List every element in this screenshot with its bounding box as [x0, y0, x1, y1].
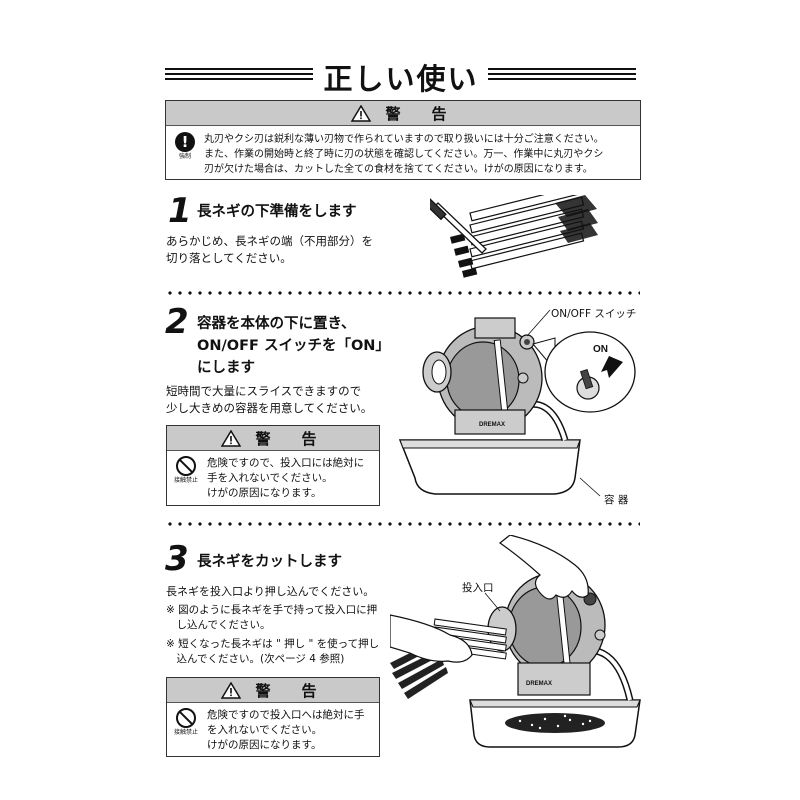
leek-cutting-illustration	[430, 195, 598, 278]
step-3-warning-box: 警 告 接触禁止 危険ですので投入口へは絶対に手 を入れないでください。 けがの…	[166, 677, 380, 757]
step-2-warning-box: 警 告 接触禁止 危険ですので、投入口には絶対に 手を入れないでください。 けが…	[166, 425, 380, 506]
heading-line: 容器を本体の下に置き、	[197, 316, 356, 332]
step-1-number: 1	[168, 191, 192, 231]
step-3-note-1: ※ 図のように長ネギを手で持って投入口に押 し込んでください。	[166, 603, 377, 633]
step-3-number: 3	[165, 539, 189, 579]
cutting-leeks-illustration: DREMAX	[390, 535, 641, 748]
title-rule-left	[165, 68, 313, 80]
warning-header-label: 警 告	[385, 104, 455, 123]
no-touch-icon: 接触禁止	[173, 708, 199, 737]
step-3-heading: 長ネギをカットします	[197, 554, 342, 570]
warning-line: 手を入れないでください。	[207, 472, 333, 484]
step-2-number: 2	[165, 302, 189, 342]
description-line: 切り落としてください。	[166, 251, 292, 265]
warning-line: けがの原因になります。	[207, 739, 322, 751]
warning-line: 丸刃やクシ刃は鋭利な薄い刃物で作られていますので取り扱いには十分ご注意ください。	[204, 134, 604, 145]
step-1-description: あらかじめ、長ネギの端（不用部分）を 切り落としてください。	[166, 233, 373, 267]
description-line: 短時間で大量にスライスできますので	[166, 384, 362, 398]
no-touch-icon-label: 接触禁止	[173, 477, 198, 484]
step-3-note-2: ※ 短くなった長ネギは " 押し " を使って押し 込んでください。(次ページ …	[166, 637, 379, 667]
inlet-callout: 投入口	[462, 582, 494, 594]
warning-header-label: 警 告	[255, 681, 325, 700]
warning-line: けがの原因になります。	[207, 487, 322, 499]
warning-line: 危険ですので投入口へは絶対に手	[207, 709, 365, 721]
container-callout: 容 器	[604, 494, 629, 506]
separator-2	[165, 522, 640, 526]
warning-triangle-icon	[221, 681, 242, 699]
mandatory-icon-label: 強制	[178, 153, 191, 160]
step-2-description: 短時間で大量にスライスできますので 少し大きめの容器を用意してください。	[166, 383, 372, 417]
no-touch-icon: 接触禁止	[173, 456, 199, 485]
warning-line: 危険ですので、投入口には絶対に	[207, 457, 365, 469]
step-2-heading: 容器を本体の下に置き、 ON/OFF スイッチを「ON」 にします	[197, 313, 390, 379]
note-line: ※ 図のように長ネギを手で持って投入口に押	[166, 604, 378, 616]
mandatory-icon: ! 強制	[174, 132, 196, 161]
slicer-on-container-illustration: DREMAX ON	[398, 309, 636, 497]
warning-header: 警 告	[166, 101, 640, 126]
warning-line: また、作業の開始時と終了時に刃の状態を確認してください。万一、作業中に丸刃やクシ	[204, 149, 604, 160]
title-rule-right	[488, 68, 636, 80]
warning-header: 警 告	[167, 678, 379, 703]
warning-line: を入れないでください。	[207, 724, 323, 736]
description-line: 少し大きめの容器を用意してください。	[166, 401, 373, 415]
separator-1	[165, 291, 640, 295]
note-line: し込んでください。	[166, 619, 271, 631]
note-line: 込んでください。(次ページ 4 参照)	[166, 653, 345, 665]
warning-line: 刃が欠けた場合は、カットした全ての食材を捨ててください。けがの原因になります。	[204, 164, 593, 175]
step-3-description: 長ネギを投入口より押し込んでください。	[166, 585, 375, 598]
top-warning-box: 警 告 ! 強制 丸刃やクシ刃は鋭利な薄い刃物で作られていますので取り扱いには十…	[165, 100, 641, 180]
heading-line: ON/OFF スイッチを「ON」	[197, 338, 390, 354]
no-touch-icon-label: 接触禁止	[173, 729, 198, 736]
note-line: ※ 短くなった長ネギは " 押し " を使って押し	[166, 638, 380, 650]
on-off-switch-callout: ON/OFF スイッチ	[551, 308, 637, 320]
brand-label: DREMAX	[479, 422, 505, 428]
warning-header: 警 告	[167, 426, 379, 451]
heading-line: にします	[197, 360, 255, 376]
step-1-heading: 長ネギの下準備をします	[197, 204, 357, 220]
brand-label: DREMAX	[526, 681, 552, 687]
warning-triangle-icon	[351, 104, 372, 122]
warning-header-label: 警 告	[255, 429, 325, 448]
warning-triangle-icon	[221, 429, 242, 447]
on-label: ON	[593, 344, 608, 355]
description-line: あらかじめ、長ネギの端（不用部分）を	[166, 234, 373, 248]
